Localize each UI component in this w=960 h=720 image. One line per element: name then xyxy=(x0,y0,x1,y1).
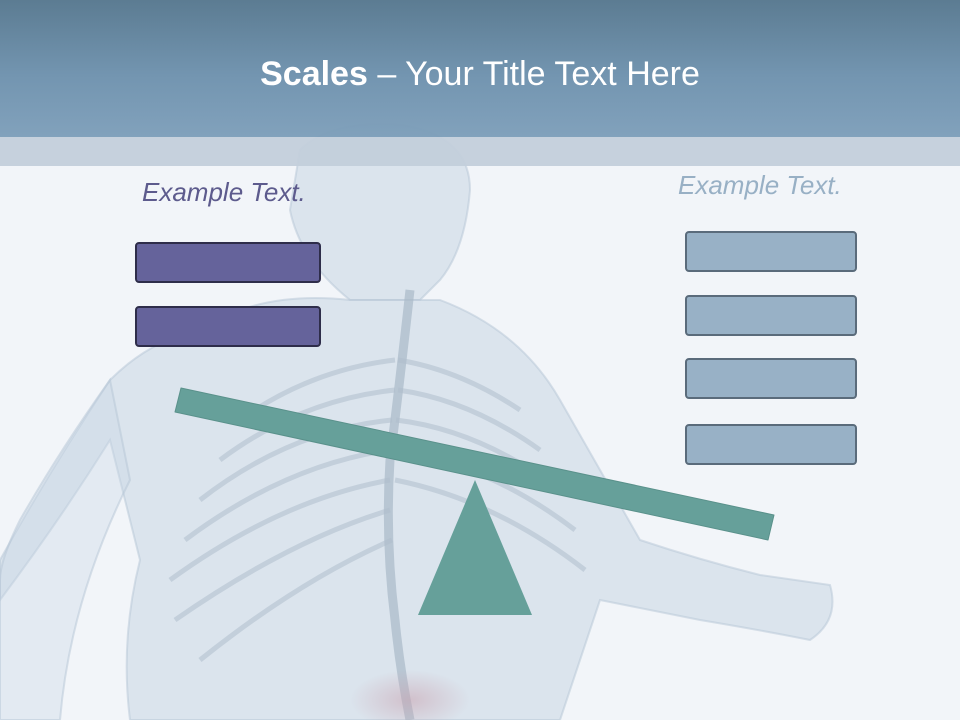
scale-beam xyxy=(174,387,775,541)
right-weight-box[interactable] xyxy=(685,295,857,336)
title-bold-text: Scales xyxy=(260,55,368,93)
title-rest-text: – Your Title Text Here xyxy=(367,55,700,93)
right-weight-box[interactable] xyxy=(685,358,857,399)
scale-fulcrum xyxy=(418,480,532,615)
left-example-label: Example Text. xyxy=(142,177,306,207)
title-underline-band xyxy=(0,137,960,166)
right-example-label: Example Text. xyxy=(678,170,842,200)
right-weight-box[interactable] xyxy=(685,424,857,465)
title-bar xyxy=(0,0,960,137)
right-weight-box[interactable] xyxy=(685,231,857,272)
left-weight-box[interactable] xyxy=(135,306,321,347)
slide-title: Scales – Your Title Text Here xyxy=(0,52,960,96)
left-weight-box[interactable] xyxy=(135,242,321,283)
